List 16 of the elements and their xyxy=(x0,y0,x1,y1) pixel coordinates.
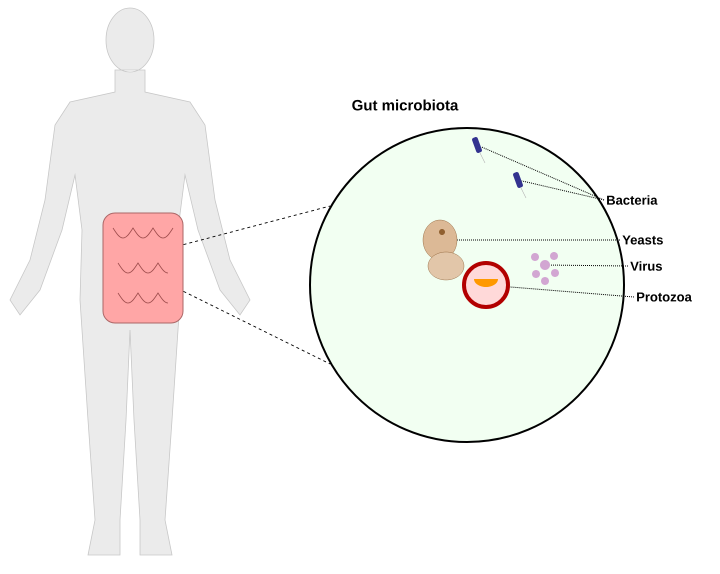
virus-drawing xyxy=(531,252,559,285)
zoom-line xyxy=(183,206,331,246)
leader-line xyxy=(480,146,604,200)
bacterium-drawing xyxy=(472,137,486,164)
leader-line xyxy=(550,264,628,266)
yeast-drawing xyxy=(422,220,464,280)
leader-line xyxy=(521,180,604,200)
bacterium-drawing xyxy=(513,172,526,198)
leader-line xyxy=(509,286,634,298)
intestine-drawing xyxy=(102,212,184,324)
callout-label: Yeasts xyxy=(622,235,663,245)
callout-label: Virus xyxy=(630,261,662,271)
zoom-line xyxy=(183,290,331,364)
callout-label: Protozoa xyxy=(637,292,692,302)
title: Gut microbiota xyxy=(352,100,458,110)
callout-label: Bacteria xyxy=(607,195,658,205)
